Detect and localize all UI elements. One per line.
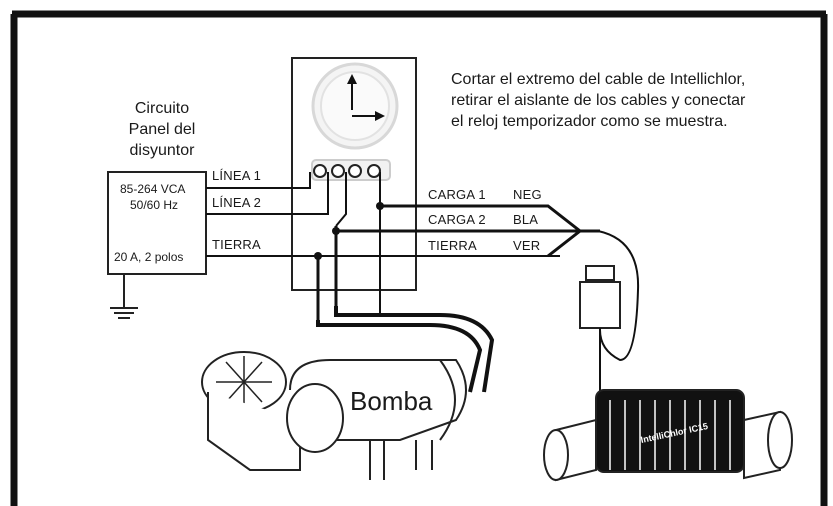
- chlorinator-cable: [597, 230, 640, 362]
- breaker-title-line1: Circuito: [134, 100, 190, 117]
- load-wires: [316, 204, 600, 320]
- timer-clock-icon: [311, 62, 399, 150]
- ground-symbol-icon: [110, 274, 138, 319]
- wire-label-load1: CARGA 1: [428, 187, 486, 202]
- breaker-voltage: 85-264 VCA: [120, 182, 186, 196]
- timer-terminals: [311, 159, 391, 181]
- breaker-frequency: 50/60 Hz: [130, 198, 179, 212]
- breaker-title-line3: disyuntor: [129, 142, 195, 159]
- wire-label-load2-color: BLA: [513, 212, 539, 227]
- instructions-line2: retirar el aislante de los cables y cone…: [451, 92, 746, 109]
- pump-icon: [201, 351, 467, 480]
- wires: [206, 172, 560, 315]
- instructions-line1: Cortar el extremo del cable de Intellich…: [451, 71, 746, 88]
- instructions-line3: el reloj temporizador como se muestra.: [451, 113, 728, 130]
- wire-label-line1: LÍNEA 1: [212, 168, 262, 183]
- wire-label-load2: CARGA 2: [428, 212, 486, 227]
- wire-label-ground-right: TIERRA: [428, 238, 477, 253]
- breaker-panel-title: Circuito Panel del disyuntor: [102, 98, 222, 161]
- instructions: Cortar el extremo del cable de Intellich…: [451, 69, 826, 132]
- breaker-panel-box: [107, 171, 207, 275]
- pump-label: Bomba: [350, 386, 433, 416]
- wire-label-ground-color: VER: [513, 238, 541, 253]
- pump-cables: [316, 306, 495, 393]
- wire-label-load1-color: NEG: [513, 187, 542, 202]
- breaker-rating: 20 A, 2 polos: [114, 250, 184, 264]
- diagram-border: [10, 10, 828, 506]
- wire-junctions: [314, 202, 384, 260]
- wire-label-line2: LÍNEA 2: [212, 195, 262, 210]
- chlorinator-cell-icon: [543, 389, 793, 482]
- power-center-icon: [579, 265, 621, 420]
- breaker-title-line2: Panel del: [128, 121, 196, 138]
- wire-label-ground: TIERRA: [212, 237, 261, 252]
